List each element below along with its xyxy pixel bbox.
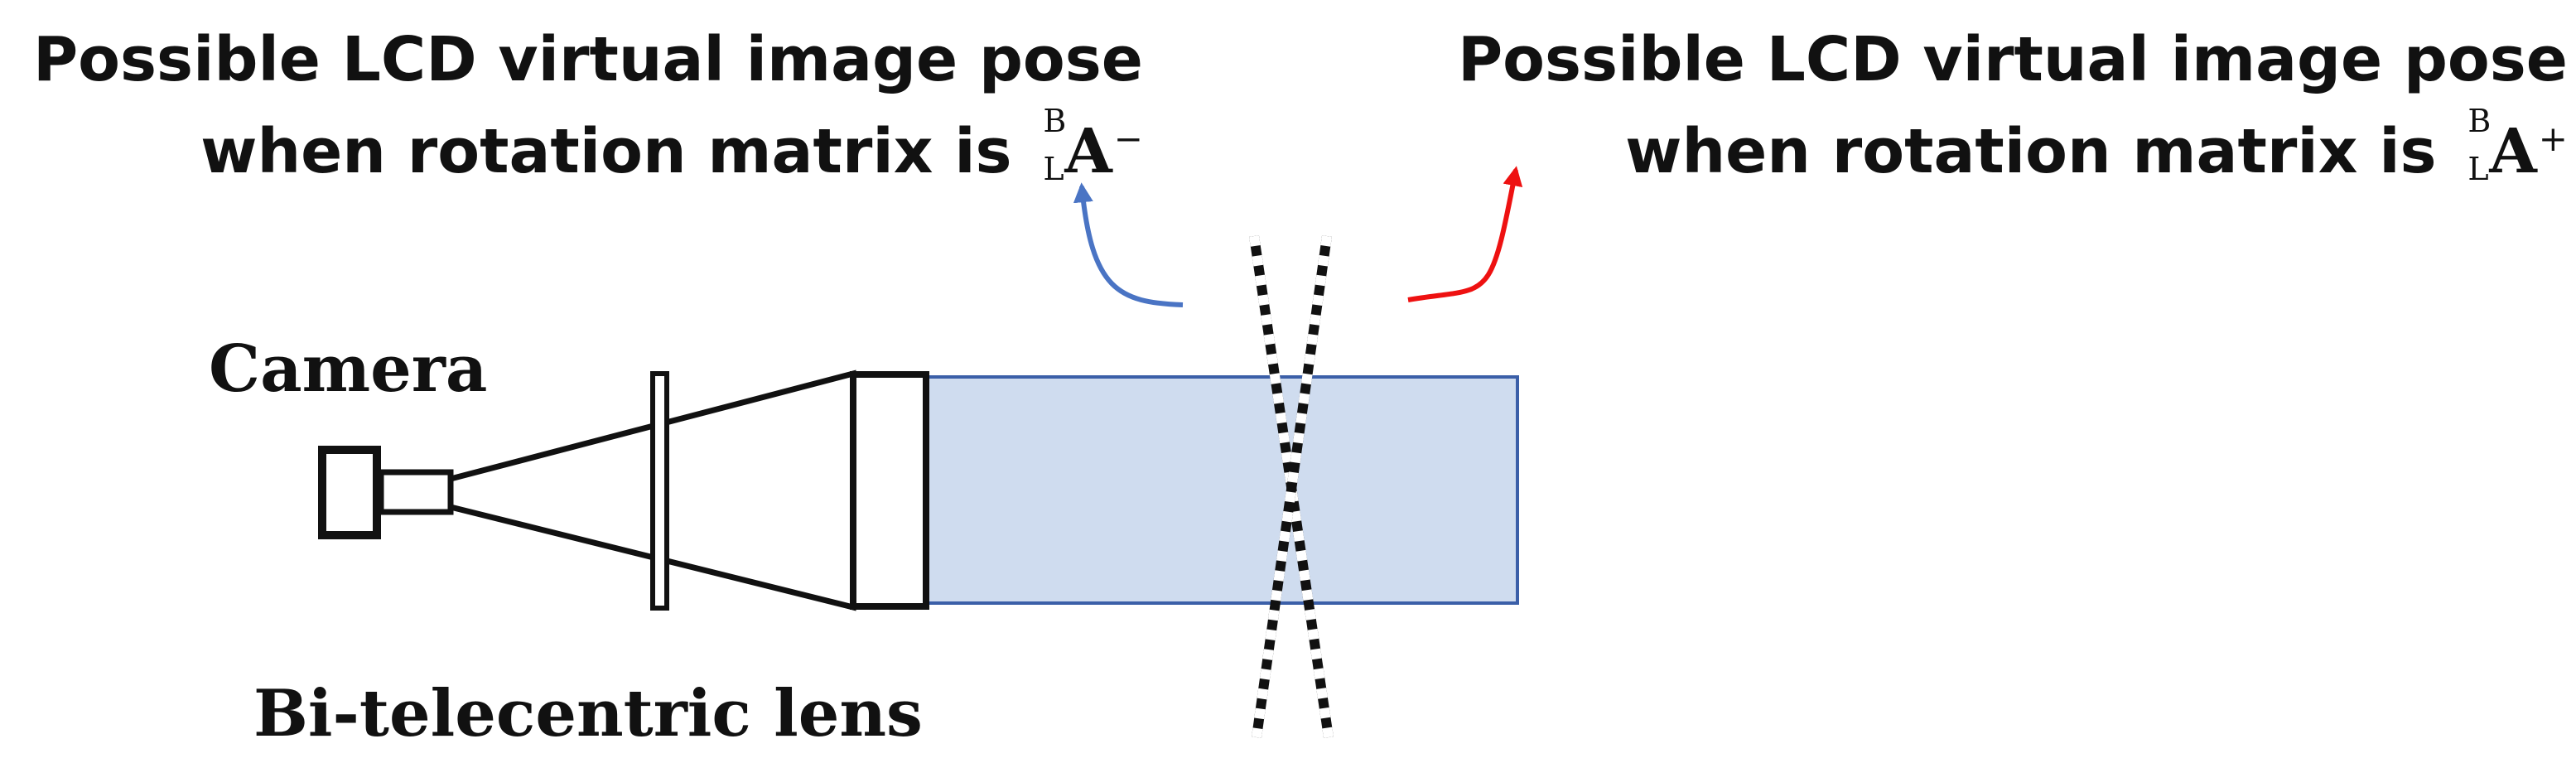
annotation-minus-line1: Possible LCD virtual image pose — [32, 24, 1143, 95]
frame-subscript: L — [1043, 151, 1064, 187]
annotation-minus: Possible LCD virtual image pose when rot… — [8, 20, 1143, 191]
aperture-plate — [650, 371, 669, 611]
annotation-plus-line2: when rotation matrix is — [1625, 116, 2437, 187]
annotation-plus: Possible LCD virtual image pose when rot… — [1408, 20, 2568, 191]
matrix-sign: + — [2538, 118, 2568, 159]
lcd-pose-plus — [1252, 235, 1332, 738]
arrow-to-minus-annotation — [1073, 182, 1184, 307]
light-beam-region — [924, 375, 1519, 605]
frame-subscript: L — [2467, 151, 2489, 187]
annotation-plus-line1: Possible LCD virtual image pose — [1457, 24, 2568, 95]
matrix-symbol: A — [1064, 116, 1112, 187]
lens-label: Bi-telecentric lens — [253, 676, 923, 751]
camera-label: Camera — [209, 331, 488, 407]
camera-body — [318, 446, 381, 539]
lens-front-barrel — [850, 371, 929, 610]
annotation-minus-line2: when rotation matrix is — [200, 116, 1012, 187]
rotation-matrix-minus: B L A− — [1040, 99, 1143, 191]
rotation-matrix-plus: B L A+ — [2464, 99, 2568, 191]
frame-superscript: B — [2467, 103, 2492, 139]
camera-mount — [378, 469, 454, 515]
matrix-symbol: A — [2489, 116, 2537, 187]
matrix-sign: − — [1113, 118, 1143, 159]
frame-superscript: B — [1043, 103, 1067, 139]
arrow-to-plus-annotation — [1407, 166, 1523, 302]
